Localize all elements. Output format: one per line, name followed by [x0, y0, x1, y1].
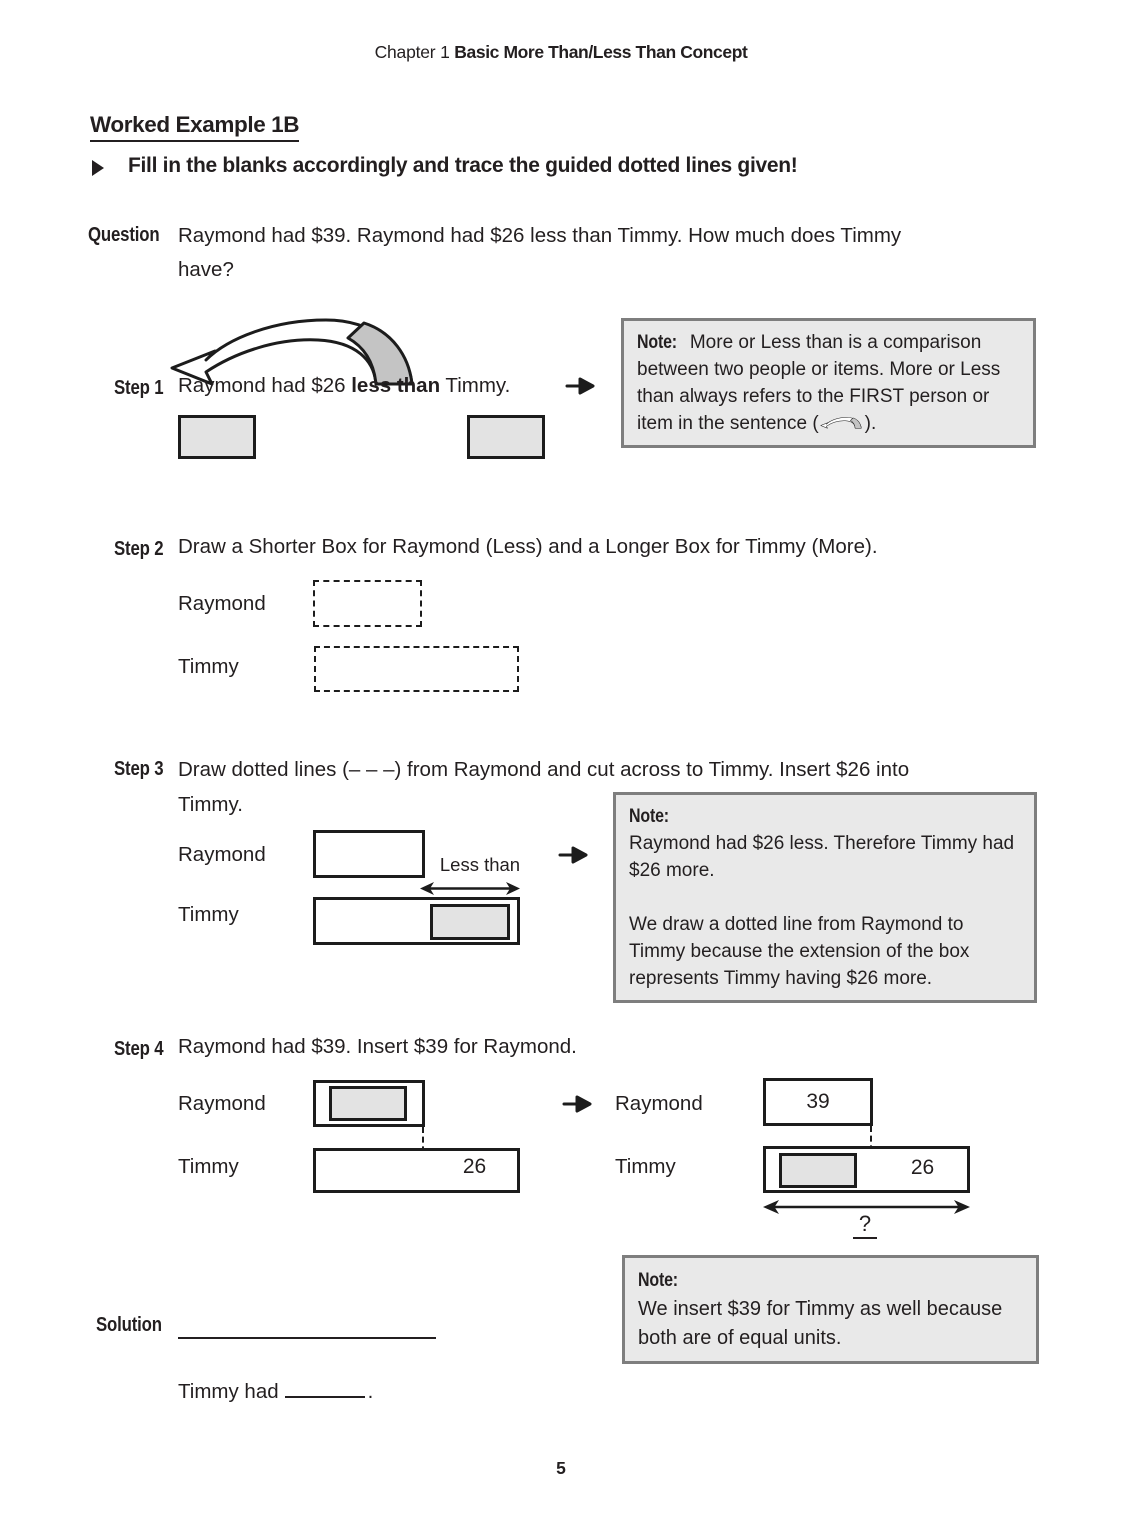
step3-line-2: Timmy.	[178, 793, 243, 816]
step1-text-bold: less than	[351, 374, 441, 397]
less-than-span-arrow-icon	[420, 881, 520, 896]
step3-timmy-label: Timmy	[178, 903, 239, 926]
step3-less-than-label: Less than	[439, 854, 521, 875]
question-line-1: Raymond had $39. Raymond had $26 less th…	[178, 224, 902, 247]
answer-prefix: Timmy had	[178, 1380, 279, 1403]
solution-writing-line	[178, 1337, 436, 1339]
step3-text: Draw dotted lines (– – –) from Raymond a…	[178, 752, 909, 822]
step2-timmy-label: Timmy	[178, 655, 239, 678]
note1-label: Note:	[637, 332, 677, 353]
step1-raymond-answer-box	[178, 415, 256, 459]
total-question-mark: ?	[843, 1211, 887, 1239]
bullet-triangle-icon	[92, 160, 104, 176]
step4-left-timmy-box	[313, 1148, 520, 1193]
note2-label: Note:	[629, 806, 669, 827]
note2-para2: We draw a dotted line from Raymond to Ti…	[629, 914, 970, 989]
note1-close: ).	[864, 413, 877, 434]
right-arrow-icon	[565, 377, 595, 395]
step4-right-timmy-label: Timmy	[615, 1155, 676, 1178]
answer-sentence: Timmy had.	[178, 1375, 373, 1404]
step3-timmy-inserted-box	[430, 904, 510, 940]
instruction-text: Fill in the blanks accordingly and trace…	[128, 154, 798, 177]
answer-blank	[284, 1375, 365, 1398]
question-line-2: have?	[178, 258, 234, 281]
step1-timmy-answer-box	[467, 415, 545, 459]
question-label: Question	[88, 224, 160, 246]
right-arrow-icon	[558, 846, 588, 864]
step4-right-raymond-box: 39	[763, 1078, 873, 1126]
step1-label: Step 1	[114, 377, 164, 399]
step4-right-timmy-value: 26	[910, 1156, 935, 1179]
page-title: Worked Example 1B	[90, 112, 300, 142]
step4-right-timmy-inserted-box	[779, 1153, 857, 1188]
step1-text-pre: Raymond had $26	[178, 374, 352, 397]
step2-raymond-label: Raymond	[178, 592, 266, 615]
note3-label: Note:	[638, 1270, 678, 1291]
step4-left-timmy-label: Timmy	[178, 1155, 239, 1178]
question-text: Raymond had $39. Raymond had $26 less th…	[178, 219, 901, 287]
step2-label: Step 2	[114, 538, 164, 560]
step2-text: Draw a Shorter Box for Raymond (Less) an…	[178, 535, 878, 558]
answer-period: .	[367, 1380, 374, 1403]
step4-left-timmy-value: 26	[462, 1155, 487, 1178]
chapter-number: Chapter 1	[374, 42, 455, 62]
step3-line-1: Draw dotted lines (– – –) from Raymond a…	[178, 758, 910, 781]
note-box-3: Note: We insert $39 for Timmy as well be…	[622, 1255, 1039, 1364]
step2-timmy-dashed-box	[314, 646, 519, 692]
step2-raymond-dashed-box	[313, 580, 422, 627]
right-arrow-icon	[562, 1095, 592, 1113]
mini-swoosh-arrow-icon	[820, 417, 862, 429]
step4-left-raymond-label: Raymond	[178, 1092, 266, 1115]
note2-spacer	[629, 884, 1021, 911]
instruction-row: Fill in the blanks accordingly and trace…	[90, 154, 798, 178]
step3-label: Step 3	[114, 758, 164, 780]
solution-label: Solution	[96, 1314, 162, 1336]
note3-text: We insert $39 for Timmy as well because …	[638, 1298, 1003, 1349]
note2-para1: Raymond had $26 less. Therefore Timmy ha…	[629, 833, 1015, 881]
step4-right-raymond-value: 39	[806, 1090, 830, 1113]
step4-text: Raymond had $39. Insert $39 for Raymond.	[178, 1035, 577, 1058]
step4-label: Step 4	[114, 1038, 164, 1060]
chapter-header: Chapter 1 Basic More Than/Less Than Conc…	[0, 42, 1122, 63]
step4-left-raymond-inserted-box	[329, 1086, 407, 1121]
page-number: 5	[556, 1458, 566, 1478]
step3-raymond-box	[313, 830, 425, 878]
step1-text: Raymond had $26 less than Timmy.	[178, 374, 510, 398]
chapter-title: Basic More Than/Less Than Concept	[454, 42, 748, 62]
step4-right-raymond-label: Raymond	[615, 1092, 703, 1115]
step3-raymond-label: Raymond	[178, 843, 266, 866]
step1-text-post: Timmy.	[440, 374, 511, 397]
note1-text: More or Less than is a comparison betwee…	[637, 332, 1001, 434]
note-box-1: Note: More or Less than is a comparison …	[621, 318, 1036, 448]
note-box-2: Note: Raymond had $26 less. Therefore Ti…	[613, 792, 1037, 1003]
